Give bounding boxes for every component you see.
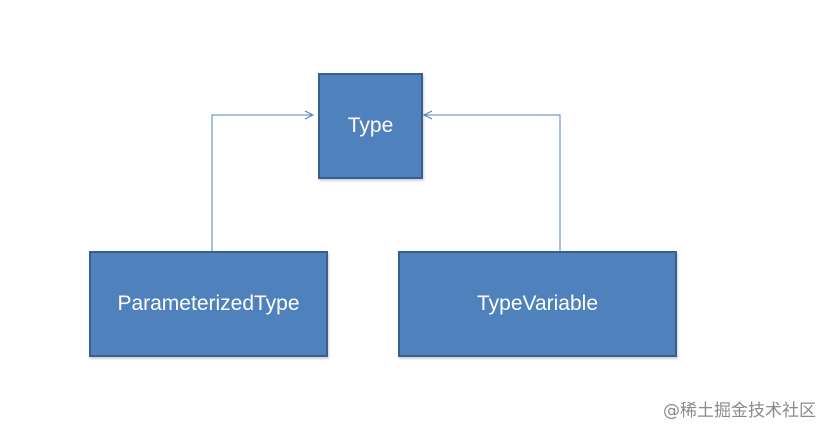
node-parameterized-type-label: ParameterizedType [117, 292, 300, 315]
node-type-label: Type [347, 114, 394, 137]
arrowhead-left-icon [304, 110, 315, 120]
edge-parameterized-type-to-type [211, 114, 312, 251]
node-type-variable: TypeVariable [398, 251, 677, 357]
node-parameterized-type: ParameterizedType [89, 251, 328, 357]
arrowhead-right-icon [422, 110, 433, 120]
watermark-text: @稀土掘金技术社区 [663, 401, 816, 421]
node-type: Type [318, 73, 423, 179]
edge-type-variable-to-type [425, 114, 561, 251]
node-type-variable-label: TypeVariable [476, 292, 599, 315]
